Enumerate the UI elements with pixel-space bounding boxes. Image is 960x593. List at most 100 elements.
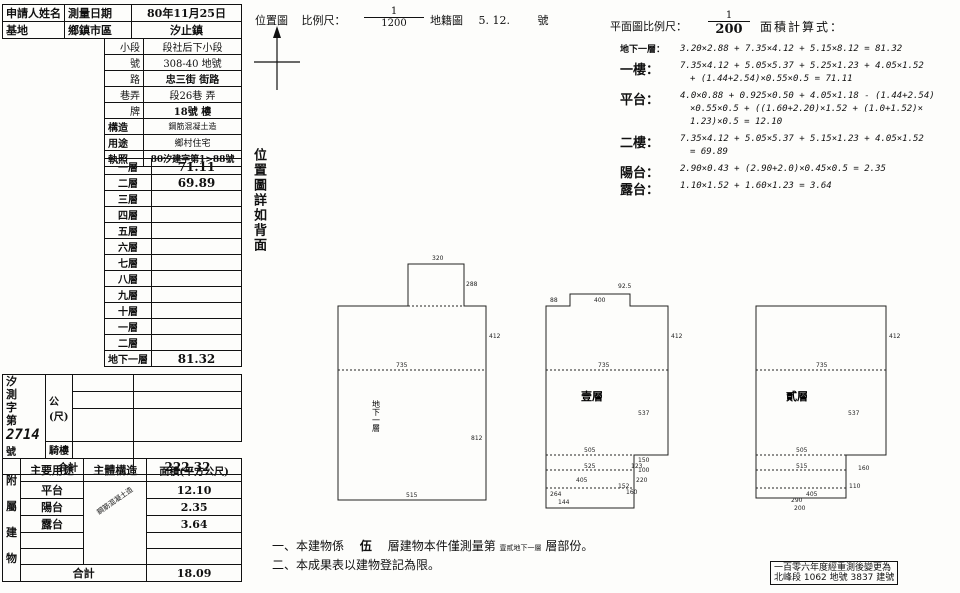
annex-area-5: [146, 548, 242, 565]
annex-structure-note: 鋼筋混凝土造: [95, 485, 135, 517]
dimension-label: 515: [796, 463, 808, 470]
side-empty-b2: [133, 391, 242, 409]
dimension-label: 405: [576, 477, 588, 484]
basement-label: 地下一層: [372, 399, 381, 433]
dimension-label: 515: [406, 492, 418, 499]
left-form: 申請人姓名 測量日期 80年11月25日 基地 鄉鎮市區 汐止鎮 小段段社后下小…: [0, 0, 246, 593]
base-label: 基地: [2, 21, 65, 39]
dimension-label: 290: [791, 497, 803, 504]
formula-line: 2.90×0.43 + (2.90+2.0)×0.45×0.5 = 2.35: [680, 164, 886, 174]
side-empty-c1: [72, 408, 134, 442]
note-line-2: 二、本成果表以建物登記為限。: [272, 558, 441, 572]
floor-label: 三層: [104, 190, 152, 207]
dimension-label: 160: [858, 465, 870, 472]
annex-area-2: 2.35: [146, 498, 242, 516]
survey-date-label: 測量日期: [64, 4, 132, 22]
dimension-labels: 32028841273581251540092.5884127355375055…: [396, 255, 901, 512]
floor-area: [151, 318, 242, 335]
formula-line: 1.10×1.52 + 1.60×1.23 = 3.64: [680, 181, 832, 191]
annex-empty-4: [19, 532, 85, 549]
note-line-1: 一、本建物係 伍 層建物本件僅測量第 壹貳地下一層 層部份。: [272, 537, 593, 554]
road-label: 路: [104, 70, 144, 87]
floor-row: 六層: [104, 238, 242, 255]
formula-line: 4.0×0.88 + 0.925×0.50 + 4.05×1.18 - (1.4…: [680, 91, 935, 101]
cadastral-suffix: 號: [537, 14, 549, 27]
floor-area: [151, 270, 242, 287]
survey-no-label-text: 汐測字第: [6, 375, 17, 427]
floor-row: 七層: [104, 254, 242, 271]
dimension-label: 735: [598, 362, 610, 369]
lot: 308-40 地號: [143, 54, 242, 71]
basement-plan: [337, 263, 487, 501]
stamp-line-2: 北峰段 1062 地號 3837 建號: [774, 573, 895, 583]
dimension-label: 288: [466, 281, 478, 288]
floor-row: 五層: [104, 222, 242, 239]
floor-area: 69.89: [151, 174, 242, 191]
structure-label: 構造: [104, 118, 144, 135]
location-note: 位置圖詳如背面: [251, 148, 266, 253]
location-scale-fraction: 1 1200: [364, 6, 424, 29]
header-table: 申請人姓名 測量日期 80年11月25日 基地 鄉鎮市區 汐止鎮: [2, 4, 242, 39]
floor-label: 二層: [104, 334, 152, 351]
floor-label: 七層: [104, 254, 152, 271]
side-empty-c2: [133, 408, 242, 442]
dimension-label: 160: [626, 489, 638, 496]
dimension-label: 405: [806, 491, 818, 498]
floor-label: 地下一層: [104, 350, 152, 367]
floor-area: [151, 222, 242, 239]
annex-area-4: [146, 532, 242, 549]
dimension-label: 200: [794, 505, 806, 512]
plate-label: 牌: [104, 102, 144, 119]
floor-area: [151, 254, 242, 271]
annex-usage-2: 陽台: [19, 498, 85, 516]
arcade-value: [72, 440, 134, 460]
stamp-line-1: 一百零六年度經重測後變更為: [774, 563, 892, 573]
lot-label: 號: [104, 54, 144, 71]
dimension-label: 505: [796, 447, 808, 454]
floor-label: 六層: [104, 238, 152, 255]
dimension-label: 220: [636, 477, 648, 484]
structure: 鋼筋混凝土造: [143, 118, 242, 135]
annex-structure: 鋼筋混凝土造: [83, 481, 148, 565]
plan-scale-label: 平面圖比例尺：: [610, 20, 687, 33]
dimension-label: 264: [550, 491, 562, 498]
floor-label: 九層: [104, 286, 152, 303]
note-1b: 伍: [359, 539, 372, 553]
alley-label: 巷弄: [104, 86, 144, 103]
floor1-plan: [545, 293, 669, 509]
annex-header-usage: 主要用途: [19, 458, 85, 482]
floor-row: 二層: [104, 334, 242, 351]
formula-line: 7.35×4.12 + 5.05×5.37 + 5.25×1.23 + 4.05…: [680, 61, 924, 71]
dimension-label: 537: [638, 410, 650, 417]
dimension-label: 735: [816, 362, 828, 369]
floor-label: 五層: [104, 222, 152, 239]
location-scale-num: 1: [364, 6, 424, 18]
floor-area: 81.32: [151, 350, 242, 367]
formula-label: 二樓：: [620, 136, 660, 151]
side-empty-a2: [133, 374, 242, 392]
dimension-label: 505: [584, 447, 596, 454]
dimension-label: 400: [594, 297, 606, 304]
annex-table: 附屬建物 主要用途 主體構造 面積(平方公尺) 平台 鋼筋混凝土造 12.10 …: [2, 458, 242, 582]
section-label: 小段: [104, 38, 144, 55]
annex-total-label: 合計: [19, 564, 148, 582]
formula-label: 陽台：: [620, 166, 660, 181]
formula-line: ×0.55×0.5 + ((1.60+2.20)×1.52 + (1.0+1.5…: [690, 104, 923, 114]
note-1d: 壹貳地下一層: [499, 544, 542, 552]
arcade-label: 騎樓: [45, 440, 73, 460]
floor-row: 十層: [104, 302, 242, 319]
floor-label: 一層: [104, 318, 152, 335]
floor-area: [151, 206, 242, 223]
cadastral: 地籍圖 5. 12. 號: [430, 12, 549, 28]
floor-area: 71.11: [151, 158, 242, 175]
formula-line: 7.35×4.12 + 5.05×5.37 + 5.15×1.23 + 4.05…: [680, 134, 924, 144]
alley: 段26巷 弄: [143, 86, 242, 103]
dimension-label: 537: [848, 410, 860, 417]
floor-label: 四層: [104, 206, 152, 223]
survey-no: 2714: [6, 427, 40, 443]
dimension-label: 110: [849, 483, 861, 490]
